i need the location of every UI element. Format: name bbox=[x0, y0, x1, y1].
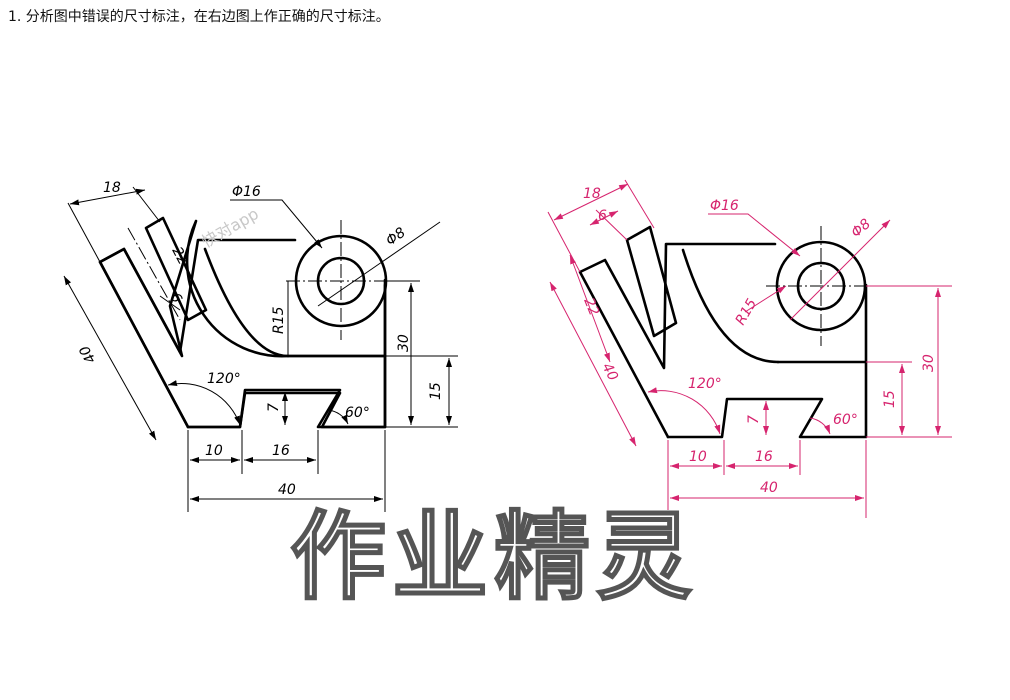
left-label-40: 40 bbox=[278, 482, 296, 498]
right-label-phi8: Φ8 bbox=[848, 216, 874, 241]
right-label-18: 18 bbox=[583, 186, 601, 202]
left-fillet-outline bbox=[203, 247, 290, 358]
right-fillet-outline bbox=[681, 248, 780, 364]
left-dim-40-side bbox=[63, 275, 157, 441]
left-label-30: 30 bbox=[396, 334, 412, 352]
right-label-60: 60° bbox=[833, 412, 858, 428]
right-slot bbox=[625, 225, 678, 338]
right-boss-outline bbox=[776, 283, 868, 364]
left-angle-120-arc bbox=[167, 380, 241, 426]
left-label-120: 120° bbox=[207, 371, 241, 387]
right-label-phi16: Φ16 bbox=[710, 198, 739, 214]
right-angle-120-arc bbox=[647, 387, 721, 435]
right-dim-6 bbox=[589, 210, 619, 226]
left-dim-18 bbox=[69, 188, 146, 206]
left-label-16: 16 bbox=[272, 443, 290, 459]
right-dim-40-side bbox=[549, 281, 637, 447]
right-label-120: 120° bbox=[688, 376, 722, 392]
right-body-outline bbox=[578, 242, 777, 439]
right-label-40-side: 40 bbox=[598, 360, 621, 383]
left-label-40-side: 40 bbox=[77, 342, 100, 366]
right-label-10: 10 bbox=[689, 449, 707, 465]
right-angle-60-arc bbox=[809, 417, 831, 435]
left-leader-phi16 bbox=[230, 199, 323, 249]
right-label-30: 30 bbox=[921, 354, 937, 372]
left-body-outline bbox=[98, 238, 297, 429]
left-label-phi16: Φ16 bbox=[232, 184, 261, 200]
right-label-22: 22 bbox=[580, 296, 602, 319]
left-label-r15: R15 bbox=[271, 306, 287, 334]
right-label-6: 6 bbox=[598, 208, 607, 224]
watermark-small: 快对app bbox=[199, 204, 262, 252]
right-label-16: 16 bbox=[755, 449, 773, 465]
right-leader-phi16 bbox=[708, 213, 801, 257]
right-dim-18 bbox=[553, 183, 629, 221]
left-boss-outline bbox=[286, 278, 387, 358]
right-label-15: 15 bbox=[882, 390, 898, 408]
right-label-r15: R15 bbox=[733, 296, 761, 328]
left-label-7: 7 bbox=[266, 403, 282, 412]
instruction-text: 1. 分析图中错误的尺寸标注，在右边图上作正确的尺寸标注。 bbox=[8, 9, 390, 25]
right-label-7: 7 bbox=[746, 415, 762, 424]
right-leader-phi8 bbox=[789, 219, 891, 321]
left-label-22: 22 bbox=[168, 244, 191, 267]
left-label-phi8: Φ8 bbox=[383, 225, 409, 250]
left-label-6: 6 bbox=[166, 290, 184, 305]
right-leader-r15 bbox=[744, 285, 787, 313]
left-angle-60-arc bbox=[327, 409, 349, 425]
right-label-40: 40 bbox=[760, 480, 778, 496]
left-label-10: 10 bbox=[205, 443, 223, 459]
left-leader-phi8 bbox=[317, 221, 441, 307]
right-figure: 18 6 22 40 Φ16 Φ8 R15 30 15 120° 7 bbox=[547, 179, 952, 518]
left-label-15: 15 bbox=[428, 382, 444, 400]
left-label-18: 18 bbox=[103, 180, 121, 196]
left-slot-centerline bbox=[127, 227, 181, 321]
watermark-text: 作业精灵 bbox=[290, 501, 698, 613]
left-figure: 18 22 6 40 Φ16 Φ8 R15 30 15 120° 7 bbox=[63, 180, 458, 512]
left-slot bbox=[144, 216, 208, 322]
left-label-60: 60° bbox=[345, 405, 370, 421]
